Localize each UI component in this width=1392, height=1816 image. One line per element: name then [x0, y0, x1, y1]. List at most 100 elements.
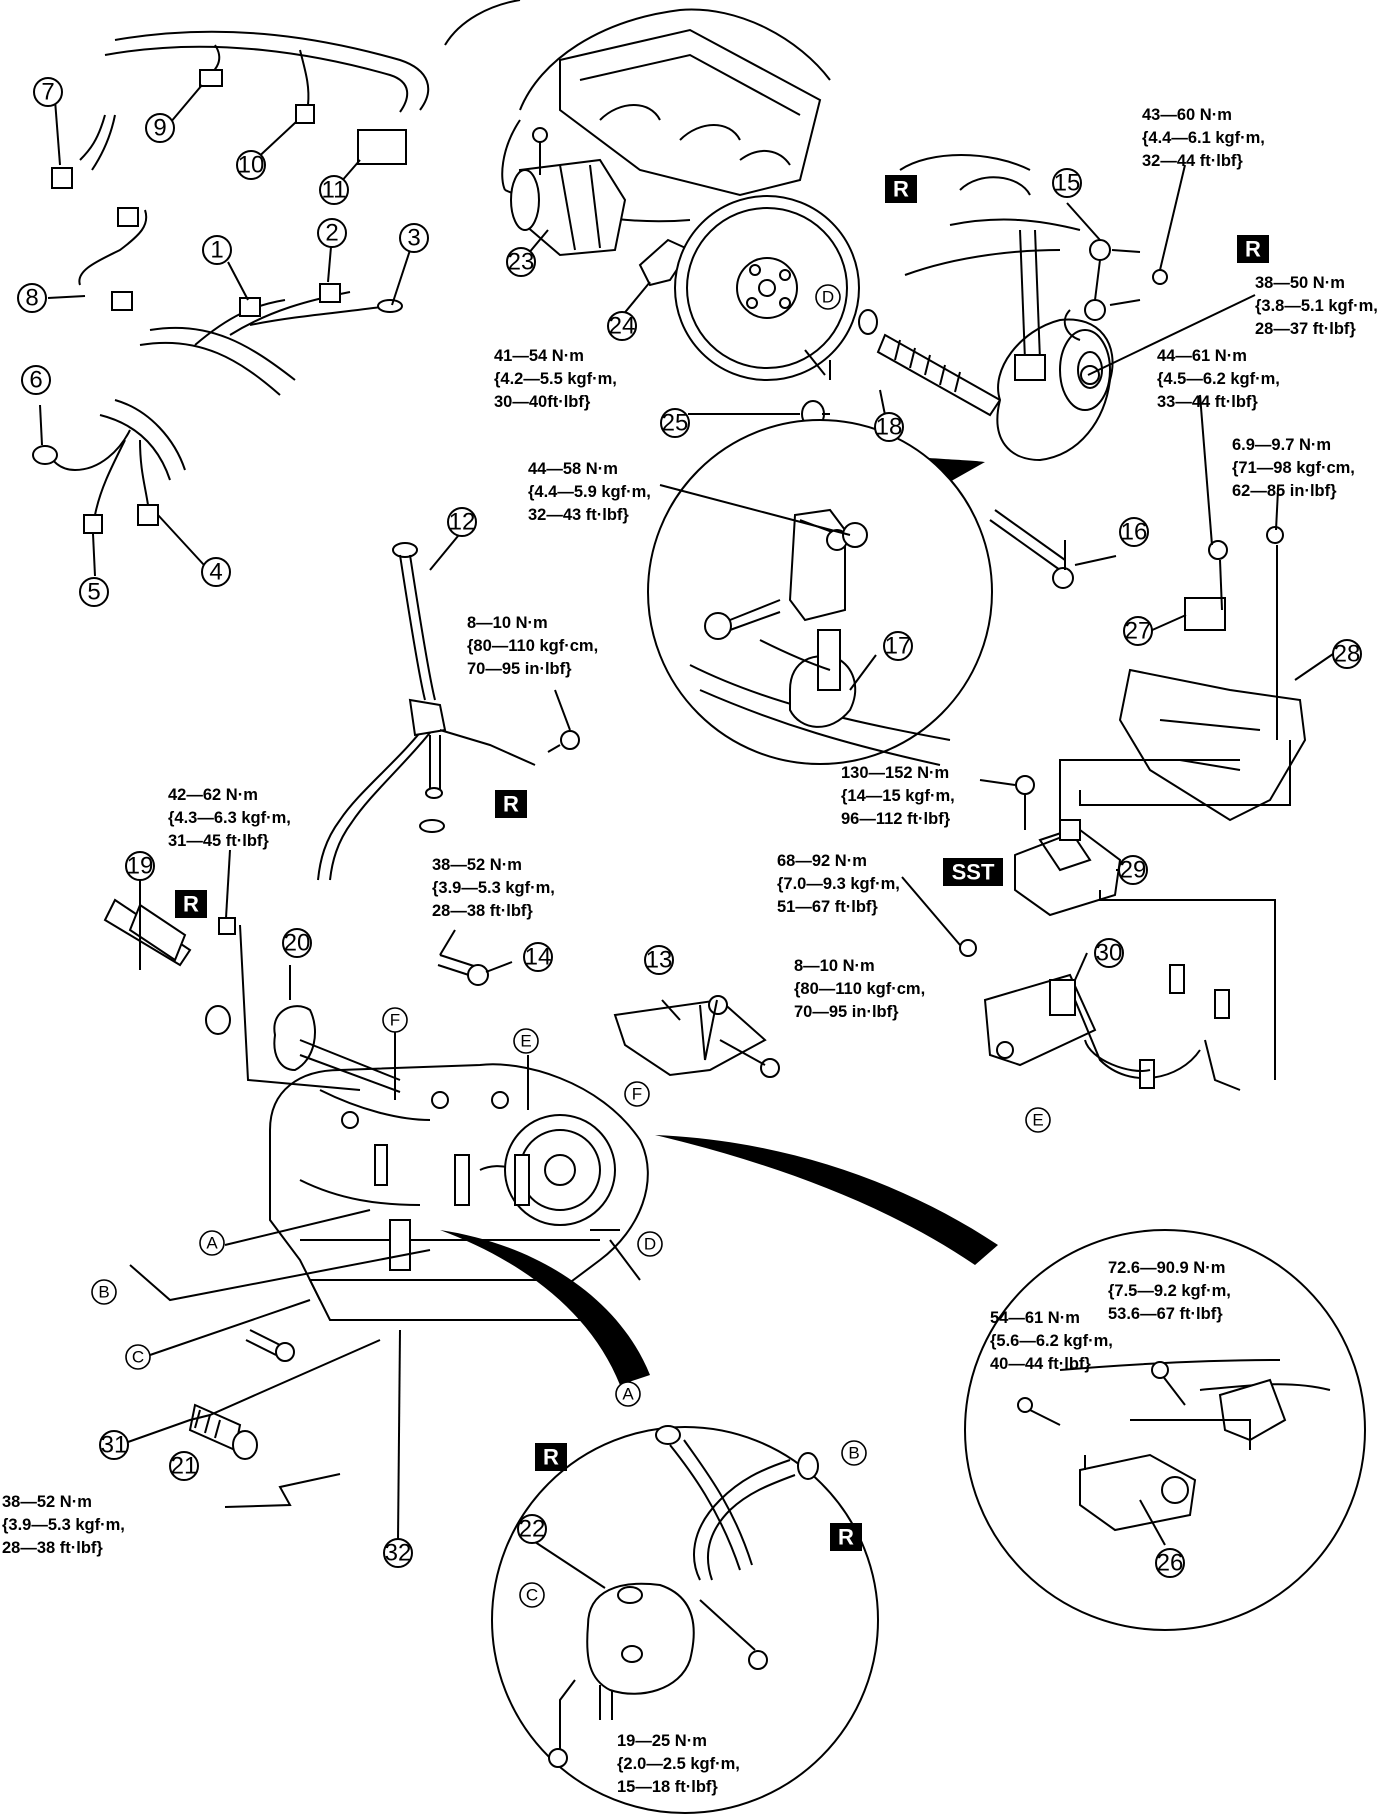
callout-29: 29 — [1118, 855, 1148, 885]
torque-spec-22: 19—25 N·m {2.0—2.5 kgf·m, 15—18 ft·lbf} — [617, 1732, 740, 1796]
callout-18-label: 18 — [876, 414, 903, 441]
callout-7-label: 7 — [41, 79, 54, 106]
callout-20-label: 20 — [284, 930, 311, 957]
torque-spec-28-nut-line2: {4.5—6.2 kgf·m, — [1157, 370, 1280, 388]
torque-spec-31-line2: {3.9—5.3 kgf·m, — [2, 1516, 125, 1534]
callout-30-label: 30 — [1096, 940, 1123, 967]
torque-spec-20: 42—62 N·m {4.3—6.3 kgf·m, 31—45 ft·lbf} — [168, 786, 291, 850]
mount-bracket-28 — [1118, 526, 1307, 822]
torque-spec-28-bolt-line1: 6.9—9.7 N·m — [1232, 436, 1331, 454]
callout-24: 24 — [607, 311, 637, 341]
callout-15-label: 15 — [1054, 170, 1081, 197]
callout-26-label: 26 — [1157, 1550, 1184, 1577]
oil-cooler-detail-view — [491, 1425, 879, 1814]
torque-spec-26-upper-line3: 53.6—67 ft·lbf} — [1108, 1305, 1223, 1323]
callout-6-label: 6 — [29, 367, 42, 394]
stabilizer-link — [1063, 239, 1168, 341]
callout-12-label: 12 — [449, 509, 476, 536]
transaxle-case — [269, 1063, 649, 1321]
callout-19-label: 19 — [127, 853, 154, 880]
torque-spec-26-lower-line2: {5.6—6.2 kgf·m, — [990, 1332, 1113, 1350]
callout-3: 3 — [399, 223, 429, 253]
torque-spec-14: 38—52 N·m {3.9—5.3 kgf·m, 28—38 ft·lbf} — [432, 856, 555, 920]
torque-spec-26-lower-line3: 40—44 ft·lbf} — [990, 1355, 1091, 1373]
callout-13: 13 — [644, 945, 674, 975]
replace-badge-oring-label: R — [503, 792, 519, 817]
letter-f-main: F — [382, 1007, 408, 1033]
torque-spec-14-line2: {3.9—5.3 kgf·m, — [432, 879, 555, 897]
callout-11-label: 11 — [322, 177, 347, 204]
callout-8-label: 8 — [25, 285, 38, 312]
letter-e-right: E — [1025, 1107, 1051, 1133]
callout-30: 30 — [1094, 938, 1124, 968]
torque-spec-17-line2: {4.4—5.9 kgf·m, — [528, 483, 651, 501]
torque-spec-14-line1: 38—52 N·m — [432, 856, 522, 874]
callout-20: 20 — [282, 928, 312, 958]
torque-spec-29-top: 130—152 N·m {14—15 kgf·m, 96—112 ft·lbf} — [841, 764, 955, 828]
callout-7: 7 — [33, 77, 63, 107]
callout-8: 8 — [17, 283, 47, 313]
callout-28: 28 — [1332, 639, 1362, 669]
torque-spec-22-line2: {2.0—2.5 kgf·m, — [617, 1755, 740, 1773]
line-art — [32, 0, 1366, 1814]
torque-spec-17-line1: 44—58 N·m — [528, 460, 618, 478]
callout-3-label: 3 — [407, 225, 420, 252]
callout-11: 11 — [319, 175, 349, 205]
torque-spec-29-top-line1: 130—152 N·m — [841, 764, 949, 782]
torque-spec-29-side-line2: {7.0—9.3 kgf·m, — [777, 875, 900, 893]
callout-25: 25 — [660, 408, 690, 438]
torque-spec-25: 41—54 N·m {4.2—5.5 kgf·m, 30—40ft·lbf} — [494, 347, 617, 411]
callout-2-label: 2 — [325, 220, 338, 247]
callout-29-label: 29 — [1120, 857, 1147, 884]
leader-gauge — [439, 729, 536, 766]
letter-d-main-label: D — [644, 1235, 656, 1254]
letter-leaders — [129, 1010, 641, 1356]
torque-spec-15-line3: 32—44 ft·lbf} — [1142, 152, 1243, 170]
letter-f-bracket-label: F — [632, 1085, 642, 1104]
torque-spec-knuckle-nut: 38—50 N·m {3.8—5.1 kgf·m, 28—37 ft·lbf} — [1255, 274, 1378, 338]
torque-spec-12-line1: 8—10 N·m — [467, 614, 548, 632]
letter-f-bracket: F — [624, 1081, 650, 1107]
torque-spec-12: 8—10 N·m {80—110 kgf·cm, 70—95 in·lbf} — [467, 614, 598, 678]
torque-spec-28-nut-line3: 33—44 ft·lbf} — [1157, 393, 1258, 411]
letter-d-main: D — [637, 1231, 663, 1257]
torque-spec-26-upper-line2: {7.5—9.2 kgf·m, — [1108, 1282, 1231, 1300]
callout-16-label: 16 — [1121, 519, 1148, 546]
torque-spec-22-line1: 19—25 N·m — [617, 1732, 707, 1750]
letter-e-main: E — [513, 1028, 539, 1054]
torque-spec-31-line3: 28—38 ft·lbf} — [2, 1539, 103, 1557]
lower-bolts — [188, 1329, 295, 1460]
letter-a-main: A — [199, 1230, 225, 1256]
torque-spec-12-line3: 70—95 in·lbf} — [467, 660, 572, 678]
callout-10-label: 10 — [238, 152, 265, 179]
sst-badge-label: SST — [952, 860, 995, 885]
torque-spec-knuckle-nut-line3: 28—37 ft·lbf} — [1255, 320, 1356, 338]
letter-c-main: C — [125, 1344, 151, 1370]
callout-16: 16 — [1119, 517, 1149, 547]
replace-badge-hose-b: R — [830, 1523, 862, 1551]
torque-spec-25-line2: {4.2—5.5 kgf·m, — [494, 370, 617, 388]
callout-23: 23 — [506, 247, 536, 277]
torque-spec-29-top-line2: {14—15 kgf·m, — [841, 787, 955, 805]
callout-26: 26 — [1155, 1548, 1185, 1578]
mount-bracket-30 — [959, 939, 1097, 1067]
torque-spec-13-line3: 70—95 in·lbf} — [794, 1003, 899, 1021]
torque-spec-knuckle-nut-line2: {3.8—5.1 kgf·m, — [1255, 297, 1378, 315]
drive-plate — [674, 195, 860, 381]
torque-spec-28-nut: 44—61 N·m {4.5—6.2 kgf·m, 33—44 ft·lbf} — [1157, 347, 1280, 411]
replace-badge-hose-a-label: R — [543, 1445, 559, 1470]
torque-spec-20-line2: {4.3—6.3 kgf·m, — [168, 809, 291, 827]
letter-b-detail-label: B — [848, 1444, 859, 1463]
detail-pointer-26 — [655, 1135, 998, 1265]
letter-a-detail-label: A — [622, 1385, 634, 1404]
torque-spec-15: 43—60 N·m {4.4—6.1 kgf·m, 32—44 ft·lbf} — [1142, 106, 1265, 170]
wiring-harness-lower — [32, 399, 186, 534]
letter-b-main: B — [91, 1279, 117, 1305]
callout-17: 17 — [883, 631, 913, 661]
wiring-harness-upper — [51, 30, 430, 189]
torque-spec-14-line3: 28—38 ft·lbf} — [432, 902, 533, 920]
torque-spec-31-line1: 38—52 N·m — [2, 1493, 92, 1511]
torque-spec-29-side-line1: 68—92 N·m — [777, 852, 867, 870]
sst-badge: SST — [943, 858, 1003, 886]
callout-2: 2 — [317, 218, 347, 248]
